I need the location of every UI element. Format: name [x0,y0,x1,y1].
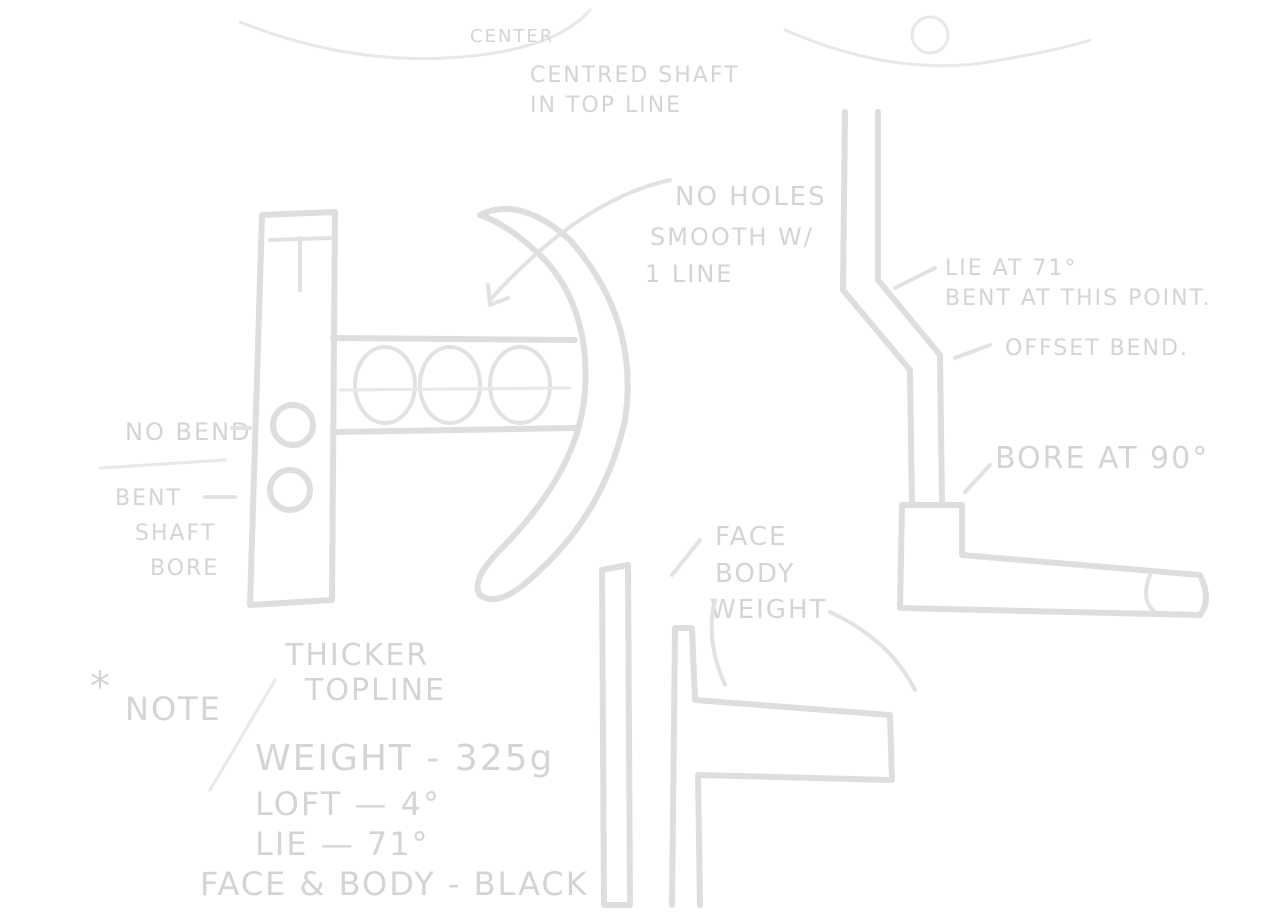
weight-spec: WEIGHT - 325g [255,738,554,779]
front-view-head [599,562,895,908]
top-view-head [247,205,631,608]
note-slash [208,678,277,792]
side-view-shaft [840,109,1209,618]
centered-shaft-line2: IN TOP LINE [530,93,682,118]
bore-arrow [963,463,992,494]
loft-spec: LOFT — 4° [255,785,441,823]
body-label: BODY [715,559,795,589]
offset-arrow [953,343,992,360]
lie-line2: BENT AT THIS POINT. [945,286,1211,311]
face-arrow [670,538,702,577]
lie-line1: LIE AT 71° [945,256,1077,281]
bent-label: BENT [115,486,182,511]
no-holes-arrowhead [486,283,510,307]
weight-word-label: WEIGHT [710,595,827,625]
lie-line3: OFFSET BEND. [1005,336,1189,361]
face-label: FACE [715,522,787,552]
divider-line [98,458,227,470]
note-label: NOTE [125,690,222,728]
lie-spec: LIE — 71° [255,825,430,863]
top-small-label: CENTER [470,26,554,47]
topline-label: TOPLINE [304,673,446,708]
body-arrow [709,598,727,687]
bore-label: BORE AT 90° [995,441,1209,476]
lie-arrow [893,266,937,290]
no-bend-label: NO BEND [125,418,252,446]
thicker-label: THICKER [284,638,429,673]
no-holes-arrow [488,178,672,302]
no-holes-line3: 1 LINE [645,260,733,288]
top-outlines [238,8,1092,68]
weight-arrow [828,610,917,692]
shaft-label: SHAFT [135,521,216,546]
no-holes-line2: SMOOTH W/ [650,223,814,251]
no-holes-line1: NO HOLES [675,182,827,212]
finish-spec: FACE & BODY - BLACK [200,865,589,903]
bore-word-label: BORE [150,556,219,581]
centered-shaft-line1: CENTRED SHAFT [530,63,740,88]
note-star: * [90,664,112,710]
